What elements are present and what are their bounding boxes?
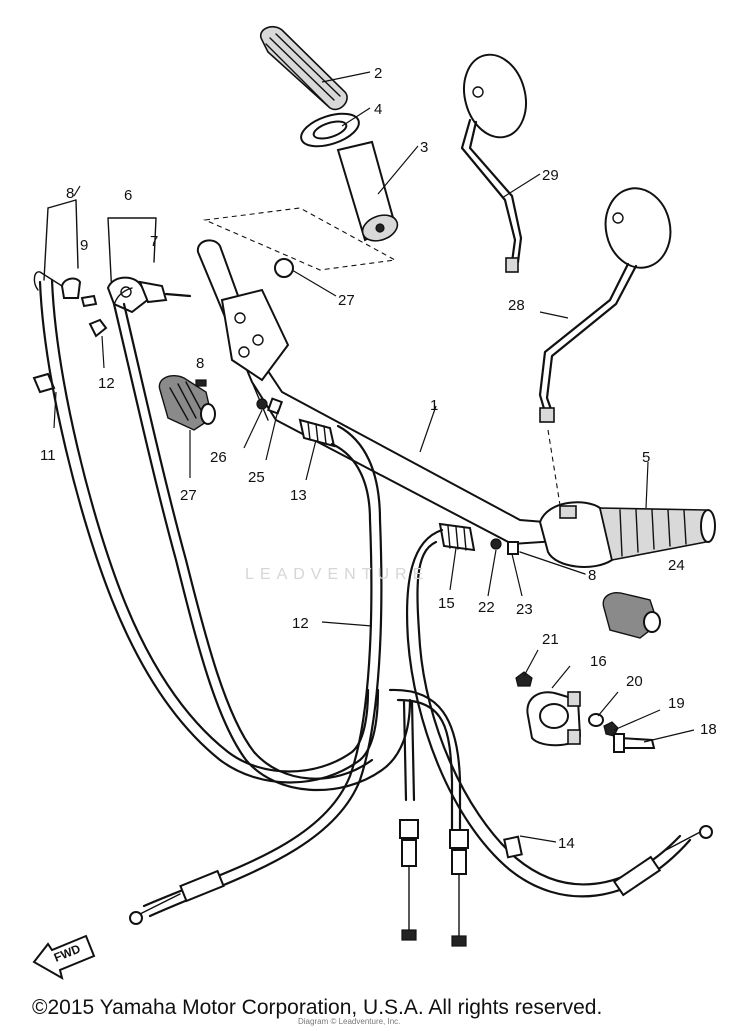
part-label-1: 1: [430, 397, 438, 414]
left-lever-bracket: [32, 199, 192, 394]
part-label-15: 15: [438, 595, 455, 612]
part-label-8-right: 8: [588, 567, 596, 584]
mirror-right: [538, 187, 672, 423]
mirror-clamp-assembly: [515, 671, 656, 753]
watermark: LEADVENTURE: [245, 566, 430, 583]
cable-adjusters-left: [256, 397, 336, 448]
cable-ends: [129, 819, 713, 947]
diagram-credit: Diagram © Leadventure, Inc.: [298, 1017, 401, 1026]
part-label-5: 5: [642, 449, 650, 466]
part-label-20: 21: [542, 631, 559, 648]
locator-dash-box: [202, 207, 397, 271]
left-grip: [259, 25, 348, 111]
throttle-grip-tube: [336, 140, 399, 242]
part-label-13: 13: [290, 487, 307, 504]
handlebar: [196, 239, 574, 546]
part-label-8-left: 8: [66, 185, 74, 202]
part-label-21: 22: [478, 599, 495, 616]
part-label-9: 9: [80, 237, 88, 254]
part-label-3: 3: [420, 139, 428, 156]
part-label-22: 23: [516, 601, 533, 618]
part-label-16: 16: [590, 653, 607, 670]
part-label-6: 6: [124, 187, 132, 204]
callout-leaders: [53, 71, 695, 843]
lever-bracket: [220, 288, 290, 382]
part-label-17: 18: [700, 721, 717, 738]
part-label-2: 2: [374, 65, 382, 82]
part-label-26: 27: [180, 487, 197, 504]
grip-ring-hole: [312, 120, 348, 140]
cables: [38, 278, 692, 918]
part-label-8-center: 8: [196, 355, 204, 372]
part-label-12: 12: [292, 615, 309, 632]
part-label-7: 7: [150, 233, 158, 250]
cable-adjusters-right: [438, 522, 586, 575]
part-label-28: 28: [508, 297, 525, 314]
part-label-29: 29: [542, 167, 559, 184]
ball-part: [274, 258, 294, 278]
part-label-4: 4: [374, 101, 382, 118]
part-label-19: 20: [626, 673, 643, 690]
copyright-notice: ©2015 Yamaha Motor Corporation, U.S.A. A…: [32, 996, 603, 1019]
part-label-24: 25: [248, 469, 265, 486]
part-label-14: 14: [558, 835, 575, 852]
part-labels: 2 4 3 29 28 27 1 5 13 25 26 27 12 15 22 …: [40, 65, 717, 852]
part-label-11: 12: [98, 375, 115, 392]
part-label-10: 11: [40, 447, 56, 464]
right-grip: [538, 501, 716, 568]
left-switch: [158, 374, 216, 431]
part-label-27: 27: [338, 292, 355, 309]
part-label-25: 26: [210, 449, 227, 466]
part-label-18: 19: [668, 695, 685, 712]
mirror-left: [460, 53, 527, 273]
right-switch: [602, 592, 661, 639]
fwd-arrow-icon: FWD: [32, 934, 96, 981]
part-label-23: 24: [668, 557, 685, 574]
mirror-locator-line: [547, 429, 561, 506]
